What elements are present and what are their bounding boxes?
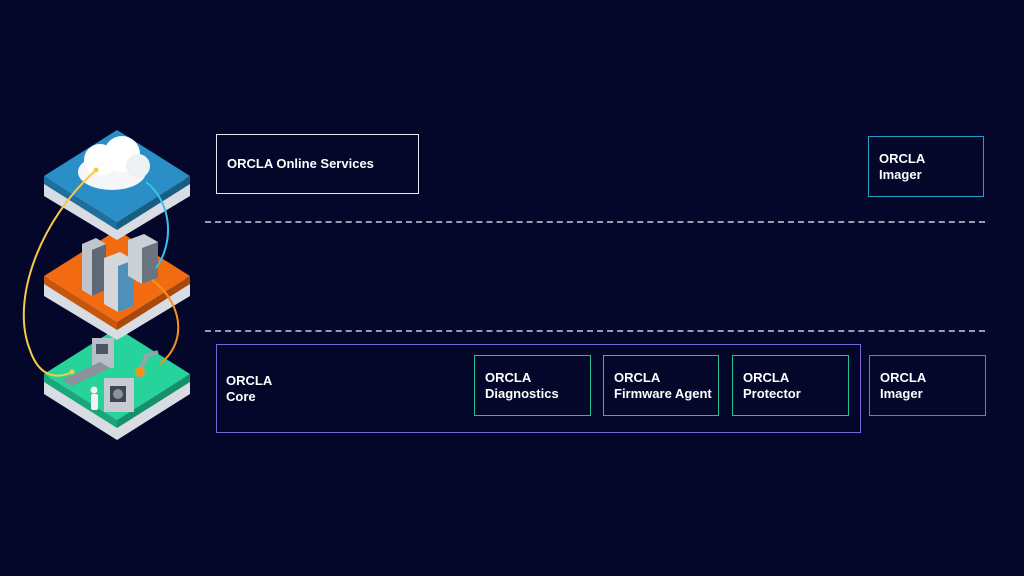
firmware-agent-title: ORCLA <box>614 369 661 385</box>
worker-icon <box>90 386 98 410</box>
imager-subtitle: Imager <box>879 166 922 182</box>
core-subtitle: Core <box>226 389 256 404</box>
cloud-icon <box>78 136 150 190</box>
online-services-label: ORCLA Online Services <box>227 156 374 171</box>
imager-title: ORCLA <box>880 369 927 385</box>
core-label: ORCLA Core <box>226 373 272 405</box>
firmware-agent-box: ORCLA Firmware Agent <box>603 355 719 416</box>
online-services-box: ORCLA Online Services <box>216 134 419 194</box>
protector-title: ORCLA <box>743 369 790 385</box>
imager-box-cloud: ORCLA Imager <box>868 136 984 197</box>
tier-connectors <box>22 167 180 377</box>
diagnostics-subtitle: Diagnostics <box>485 385 559 401</box>
server-racks-icon <box>82 234 158 312</box>
robot-arm-icon <box>135 350 159 377</box>
protector-subtitle: Protector <box>743 385 801 401</box>
factory-machines-icon <box>62 338 134 412</box>
imager-title: ORCLA <box>879 150 926 166</box>
firmware-agent-subtitle: Firmware Agent <box>614 385 712 401</box>
protector-box: ORCLA Protector <box>732 355 849 416</box>
layer-divider-top <box>205 221 985 223</box>
tier-illustration <box>22 130 190 440</box>
core-title: ORCLA <box>226 373 273 388</box>
core-box: ORCLA Core <box>216 344 861 433</box>
imager-subtitle: Imager <box>880 385 923 401</box>
layer-divider-bottom <box>205 330 985 332</box>
factory-tier <box>44 328 190 440</box>
imager-box-device: ORCLA Imager <box>869 355 986 416</box>
diagnostics-box: ORCLA Diagnostics <box>474 355 591 416</box>
diagnostics-title: ORCLA <box>485 369 532 385</box>
